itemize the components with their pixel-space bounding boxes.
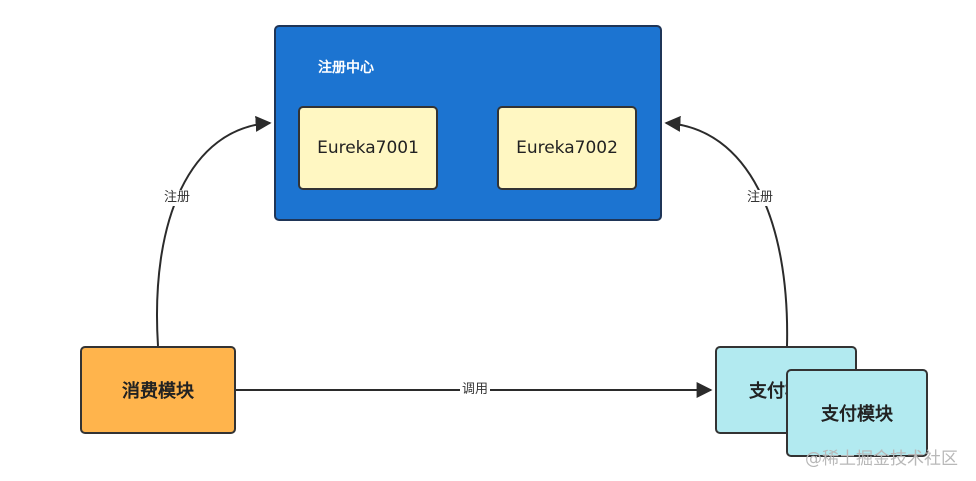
register-arrow-left xyxy=(156,115,272,347)
register-label-left: 注册 xyxy=(162,190,193,206)
call-label: 调用 xyxy=(460,382,491,398)
payment-module-front: 支付模块 xyxy=(786,369,928,457)
eureka-node-7002: Eureka7002 xyxy=(497,106,637,190)
watermark: @稀土掘金技术社区 xyxy=(805,449,958,469)
register-label-right: 注册 xyxy=(745,190,776,206)
eureka-node-7001: Eureka7001 xyxy=(298,106,438,190)
register-arrow-right xyxy=(664,115,789,347)
registry-center-title: 注册中心 xyxy=(318,60,374,76)
consumer-module: 消费模块 xyxy=(80,346,236,434)
